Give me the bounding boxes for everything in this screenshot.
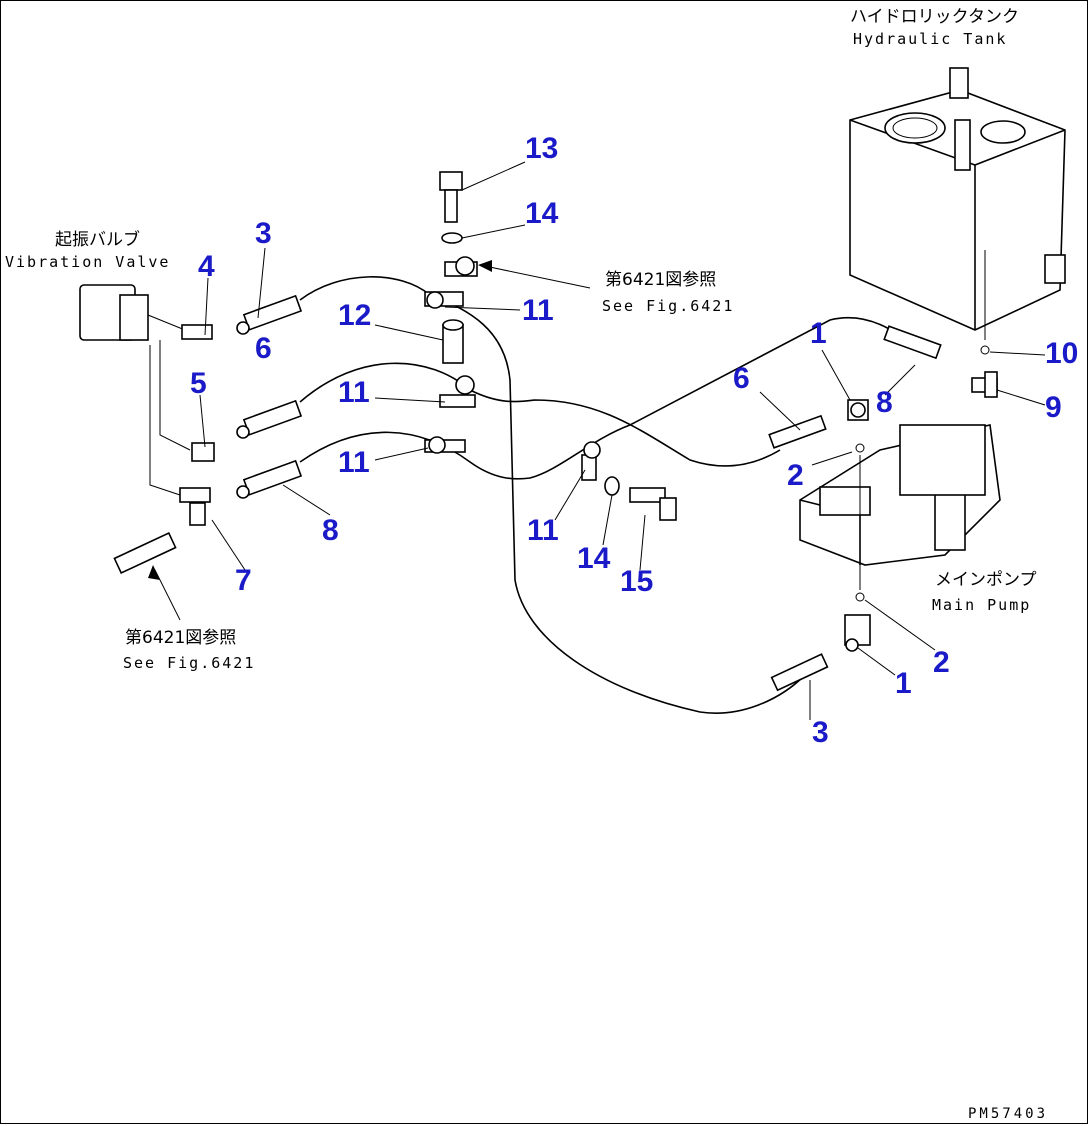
callout-14-top: 14 [525, 197, 559, 230]
callout-3-left: 3 [255, 217, 272, 250]
ref-arrow-left [148, 565, 160, 580]
ref-top-jp: 第6421図参照 [605, 270, 716, 290]
callout-4: 4 [198, 250, 215, 283]
hose-end-8-right [883, 325, 942, 360]
hose-end-8-left [236, 459, 303, 499]
callout-13: 13 [525, 132, 558, 165]
vibration-valve [79, 284, 215, 526]
callout-6-right: 6 [733, 362, 750, 395]
hose-end-3-right [770, 653, 829, 692]
elbow-1-bottom [844, 614, 871, 652]
hose-line-8 [299, 316, 921, 480]
callout-14-center: 14 [577, 542, 611, 575]
callout-6-left: 6 [255, 332, 272, 365]
callout-2-top: 2 [787, 459, 804, 492]
hose-end-6-right [768, 414, 827, 449]
callout-11-mid: 11 [338, 376, 370, 409]
callout-8-right: 8 [876, 386, 893, 419]
elbow-1-top [847, 399, 869, 421]
hose-line-6 [299, 362, 781, 467]
clamp-mid [439, 375, 476, 408]
callout-5: 5 [190, 367, 207, 400]
valve-jp-label: 起振バルブ [55, 229, 140, 250]
hose-end-3-left [236, 294, 303, 335]
ref-arrow-top [478, 260, 492, 272]
callout-numbers: 13 14 3 4 6 5 11 12 11 11 8 7 1 6 8 10 9… [190, 132, 1078, 749]
clamp-lower [424, 436, 466, 454]
callout-1-top: 1 [810, 317, 827, 350]
tank-jp-label: ハイドロリックタンク [850, 7, 1019, 27]
ref-top-en: See Fig.6421 [602, 297, 734, 315]
spacer-12 [442, 319, 464, 364]
callout-15: 15 [620, 565, 653, 598]
callout-10: 10 [1045, 337, 1078, 370]
elbow-9 [971, 371, 998, 398]
callout-7: 7 [235, 564, 252, 597]
washer-14-center [604, 476, 620, 496]
callout-11-top: 11 [522, 294, 554, 327]
bolt-15 [629, 487, 677, 521]
callout-11-center: 11 [527, 514, 559, 547]
callout-2-bottom: 2 [933, 646, 950, 679]
pump-en-label: Main Pump [932, 596, 1031, 614]
drawing-code: PM57403 [968, 1106, 1048, 1122]
callout-3-right: 3 [812, 716, 829, 749]
ref-left-en: See Fig.6421 [123, 654, 255, 672]
bolt-13 [439, 171, 463, 223]
hydraulic-tank [849, 67, 1066, 355]
hose-line-3 [299, 276, 806, 714]
clamp-upper [444, 256, 478, 277]
callout-12: 12 [338, 299, 371, 332]
ref-leader-top [479, 264, 591, 289]
callout-8-left: 8 [322, 514, 339, 547]
main-pump [799, 424, 1001, 602]
hose-end-6-left [236, 399, 303, 439]
hose-end-ref-left [113, 532, 177, 574]
clamp-center [581, 441, 601, 481]
ref-left-jp: 第6421図参照 [125, 628, 236, 648]
washer-14-top [441, 232, 463, 244]
valve-en-label: Vibration Valve [5, 253, 170, 271]
tank-en-label: Hydraulic Tank [853, 30, 1007, 48]
clamp-top [424, 291, 464, 309]
callout-11-low: 11 [338, 446, 370, 479]
callout-9: 9 [1045, 391, 1062, 424]
pump-jp-label: メインポンプ [935, 570, 1037, 590]
callout-leaders [199, 161, 1046, 720]
callout-1-bottom: 1 [895, 667, 912, 700]
